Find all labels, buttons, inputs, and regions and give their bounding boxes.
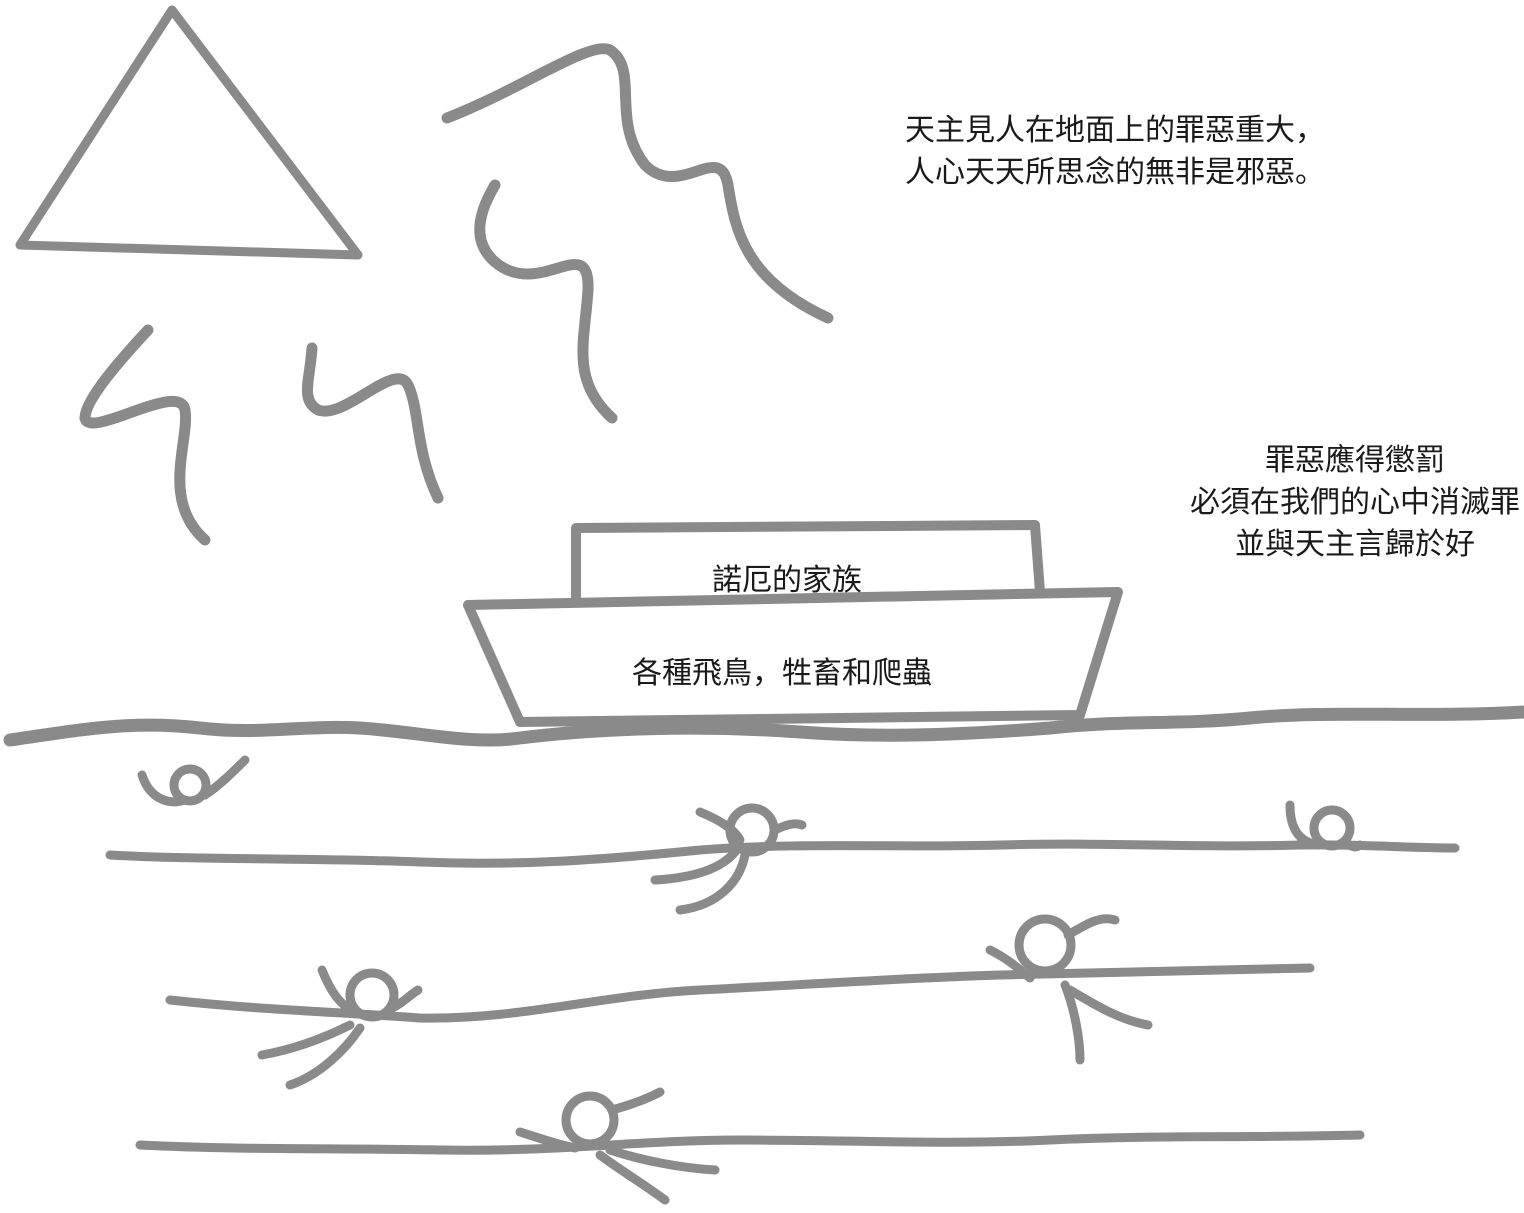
drowning-person-icon [650, 803, 807, 915]
lightning-icon [301, 342, 444, 504]
moral-line-1: 罪惡應得懲罰 [1265, 443, 1445, 478]
moral-line-2: 必須在我們的心中消滅罪 [1190, 485, 1520, 520]
drowning-person-icon [515, 1087, 720, 1205]
verse-line-2: 人心天天所思念的無非是邪惡。 [905, 155, 1325, 190]
drowning-person-icon [257, 965, 423, 1090]
ark-icon [463, 520, 1123, 727]
ark-hull-label: 各種飛鳥，牲畜和爬蟲 [632, 656, 932, 691]
ark-cabin-label: 諾厄的家族 [712, 563, 862, 598]
verse-line-1: 天主見人在地面上的罪惡重大， [905, 113, 1325, 148]
lightning-icon [79, 324, 211, 546]
wave-icon [3, 705, 1524, 747]
lightning-icon [441, 43, 834, 324]
drowning-person-icon [1285, 800, 1365, 852]
verse-text: 天主見人在地面上的罪惡重大， 人心天天所思念的無非是邪惡。 [905, 110, 1325, 194]
moral-text: 罪惡應得懲罰 必須在我們的心中消滅罪 並與天主言歸於好 [1190, 440, 1520, 566]
triangle-icon [15, 5, 363, 260]
wave-icon [165, 963, 1315, 1023]
drowning-person-icon [137, 755, 250, 807]
wave-icon [105, 839, 1460, 868]
drowning-person-icon [985, 914, 1153, 1065]
wave-icon [135, 1130, 1365, 1155]
moral-line-3: 並與天主言歸於好 [1235, 527, 1475, 562]
lightning-icon [474, 179, 618, 424]
